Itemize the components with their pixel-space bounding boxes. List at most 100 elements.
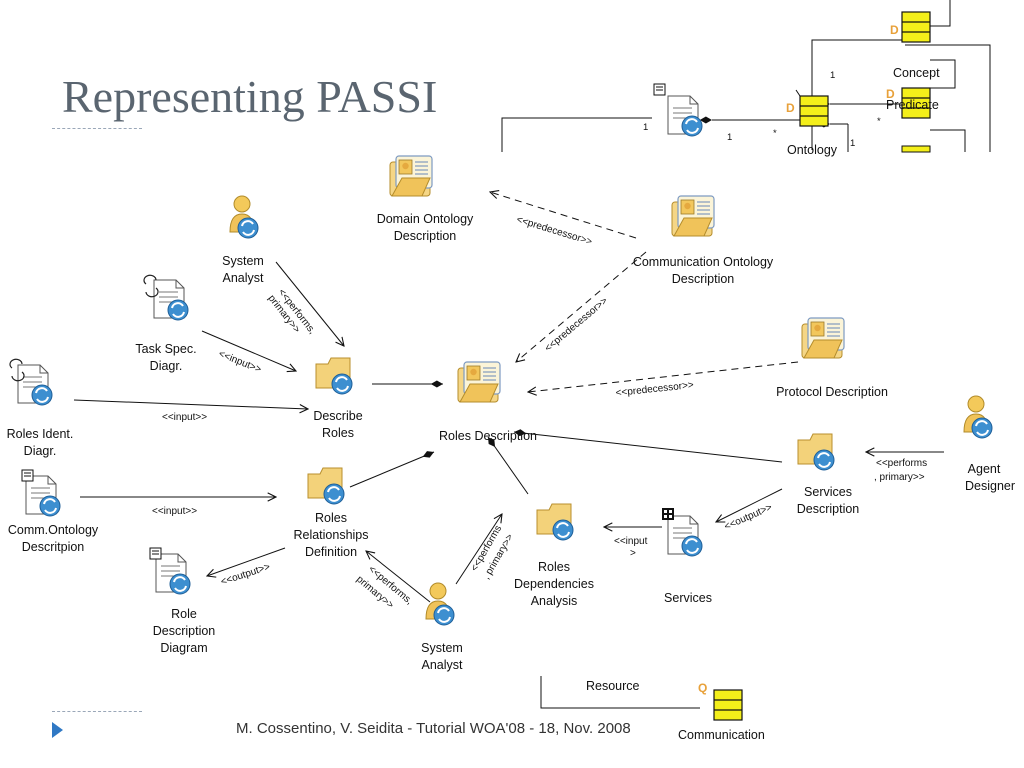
protocol-description-icon [801,317,845,359]
node-label: Roles [315,511,347,525]
role-description-doc-icon [149,547,191,595]
ontology-class-icon [799,95,829,127]
comm-ontology-doc-icon [21,469,61,517]
node-label: Communication Ontology [633,255,774,269]
edge-predecessor-domain [490,192,637,239]
node-label: Definition [305,545,357,559]
node-label: Designer [965,479,1015,493]
edge-label: <<output>> [220,562,272,588]
node-label: Diagram [160,641,207,655]
roles-ident-doc-icon [17,364,53,406]
ontology-doc-icon [653,83,703,137]
domain-ontology-icon [389,155,433,197]
node-label: Diagr. [24,444,57,458]
multiplicity: 1 [850,138,855,149]
slide-footer: M. Cossentino, V. Seidita - Tutorial WOA… [236,720,631,737]
communication-class-icon [713,689,743,721]
multiplicity: * [877,116,881,127]
node-label: Analyst [422,658,464,672]
edge-label: <<input>> [162,412,207,423]
node-label: Roles [538,560,570,574]
footer-divider [52,711,142,712]
agent-designer-icon [963,395,993,439]
edge-output-role-diag [207,547,286,576]
edge-label: <<input [614,536,648,547]
node-label: Description [672,272,735,286]
resource-label: Resource [586,679,640,693]
ontology-inset: Concept Predicate Ontology D D D 1 1 1 1… [500,0,1000,157]
edge-label: , primary>> [874,472,925,483]
edge-label: <<output>> [723,502,774,533]
ontology-label: Ontology [787,143,838,157]
task-spec-doc-icon [153,279,189,321]
node-label: Services [664,591,712,605]
refresh-icon [143,274,159,298]
roles-description-icon [457,361,501,403]
edge-label: <<predecessor>> [615,380,694,399]
predicate-label: Predicate [886,98,939,112]
node-label: Roles Ident. [7,427,74,441]
system-analyst-top-icon [229,195,259,239]
edge-input-roles-ident [73,399,308,409]
multiplicity: 1 [830,70,835,81]
edge-label: <<input>> [152,506,197,517]
roles-dependencies-icon [536,503,574,541]
multiplicity: 1 [727,132,732,143]
node-label: Analyst [223,271,265,285]
concept-label: Concept [893,66,940,80]
node-label: Analysis [531,594,578,608]
node-label: Roles [322,426,354,440]
node-label: Roles Description [439,429,537,443]
edge-relationships-to-roles [349,451,435,488]
node-label: System [222,254,264,268]
roles-relationships-icon [307,467,345,505]
node-label: Description [797,502,860,516]
node-label: Agent [968,462,1001,476]
edge-label: <<predecessor>> [543,295,610,354]
node-label: Comm.Ontology [8,523,99,537]
node-label: System [421,641,463,655]
edge-predecessor-comm [516,251,647,362]
comm-ontology-icon [671,195,715,237]
edge-performs-describe [275,261,344,346]
refresh-icon [9,358,25,382]
concept-class-icon [901,11,931,43]
edge-output-services [716,488,783,522]
node-label: Description [394,229,457,243]
node-label: Relationships [293,528,368,542]
edge-performs-dependencies [455,514,502,585]
footer-arrow-icon[interactable] [52,722,63,738]
node-label: Protocol Description [776,385,888,399]
title-underline [52,128,142,129]
edge-label: <<input>> [217,349,263,376]
describe-roles-icon [315,357,353,395]
node-label: Description [153,624,216,638]
node-label: Task Spec. [135,342,196,356]
multiplicity: * [773,128,777,139]
edge-label: <<performs [876,458,927,469]
edge-label: > [630,548,636,559]
edge-input-task [201,330,296,371]
edge-dependencies-to-roles [487,436,529,495]
node-label: Services [804,485,852,499]
node-label: Role [171,607,197,621]
edge-label: <<predecessor>> [515,214,593,247]
node-label: Dependencies [514,577,594,591]
d-marker: D [886,87,895,101]
services-doc-icon [662,508,703,557]
edges [73,192,944,603]
system-analyst-bottom-icon [425,582,455,626]
node-label: Descritpion [22,540,85,554]
d-marker: D [786,101,795,115]
node-label: Diagr. [150,359,183,373]
node-label: Domain Ontology [377,212,474,226]
communication-label: Communication [678,728,765,742]
edge-predecessor-protocol [528,361,799,392]
resource-inset: Resource Communication Q [540,676,765,742]
slide-title: Representing PASSI [62,71,438,122]
q-marker: Q [698,681,707,695]
node-label: Describe [313,409,362,423]
edge-services-desc-to-roles [513,429,783,463]
multiplicity: 1 [643,122,648,133]
